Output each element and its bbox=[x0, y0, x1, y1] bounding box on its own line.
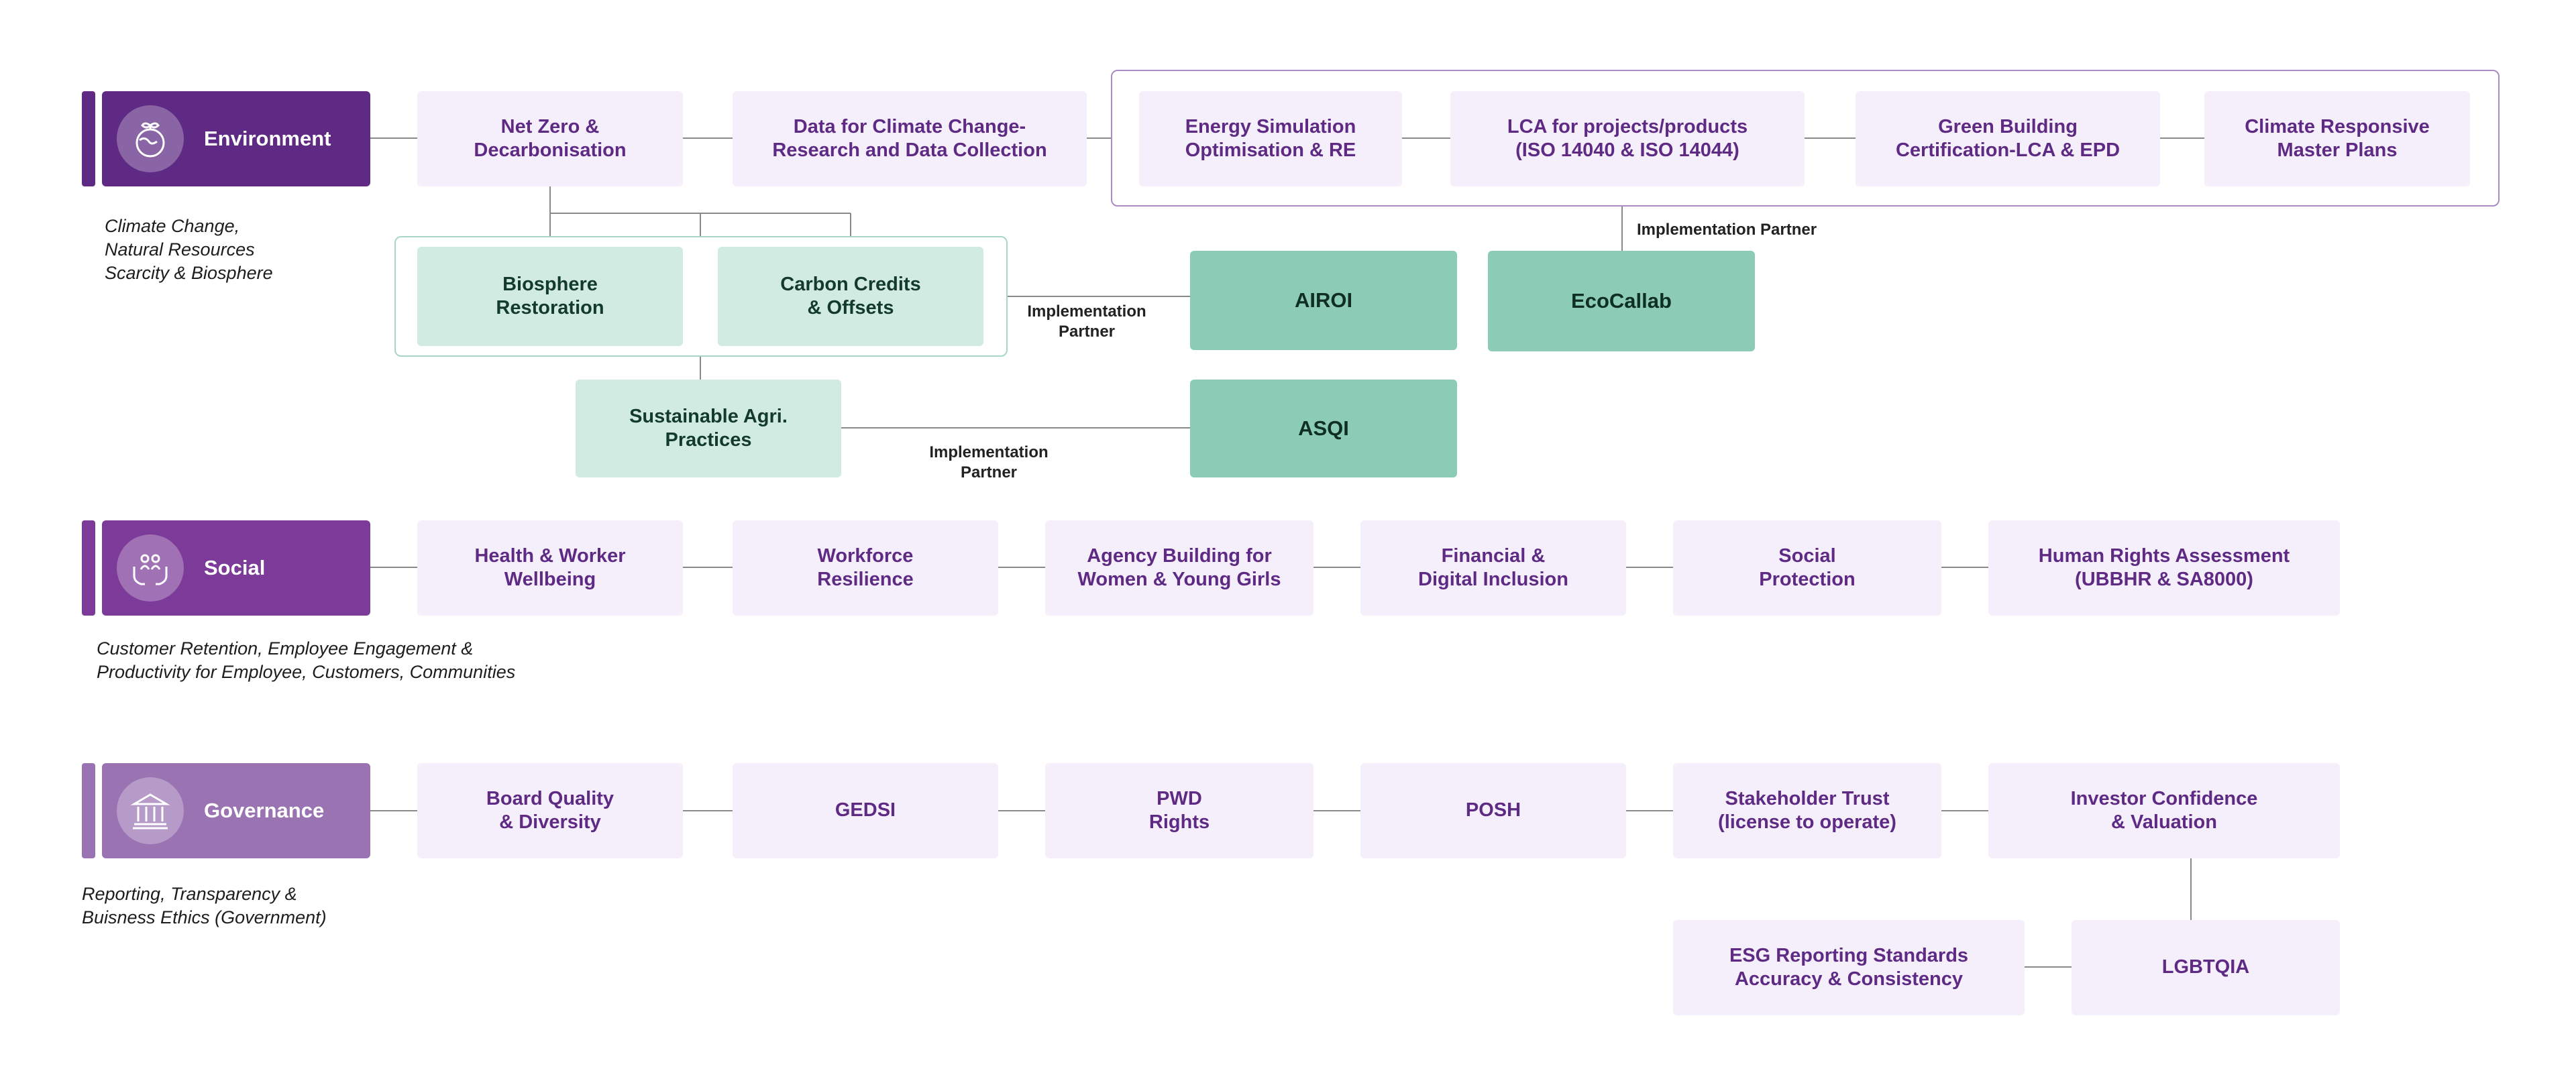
env-sub-carbon-credits[interactable]: Carbon Credits & Offsets bbox=[718, 247, 983, 346]
partner-label-ecocallab: Implementation Partner bbox=[1637, 221, 1817, 239]
governance-stub bbox=[82, 763, 95, 858]
partner-asqi[interactable]: ASQI bbox=[1190, 380, 1457, 477]
globe-plant-icon bbox=[117, 105, 184, 172]
env-item-climate-data[interactable]: Data for Climate Change- Research and Da… bbox=[733, 91, 1087, 186]
env-item-energy-simulation[interactable]: Energy Simulation Optimisation & RE bbox=[1139, 91, 1402, 186]
gov-item-pwd-rights[interactable]: PWD Rights bbox=[1045, 763, 1313, 858]
environment-description: Climate Change, Natural Resources Scarci… bbox=[105, 216, 273, 284]
partner-airoi[interactable]: AIROI bbox=[1190, 251, 1457, 350]
env-sub-sustainable-agri[interactable]: Sustainable Agri. Practices bbox=[576, 380, 841, 477]
partner-ecocallab[interactable]: EcoCallab bbox=[1488, 251, 1755, 351]
social-item-health[interactable]: Health & Worker Wellbeing bbox=[417, 520, 683, 616]
env-item-master-plans[interactable]: Climate Responsive Master Plans bbox=[2204, 91, 2470, 186]
social-category[interactable]: Social bbox=[102, 520, 370, 616]
environment-stub bbox=[82, 91, 95, 186]
env-item-lca[interactable]: LCA for projects/products (ISO 14040 & I… bbox=[1450, 91, 1805, 186]
social-item-workforce[interactable]: Workforce Resilience bbox=[733, 520, 998, 616]
gov-item-posh[interactable]: POSH bbox=[1360, 763, 1626, 858]
gov-sub-lgbtqia[interactable]: LGBTQIA bbox=[2072, 920, 2340, 1015]
gov-item-board-quality[interactable]: Board Quality & Diversity bbox=[417, 763, 683, 858]
env-item-net-zero[interactable]: Net Zero & Decarbonisation bbox=[417, 91, 683, 186]
social-label: Social bbox=[204, 556, 266, 579]
social-description: Customer Retention, Employee Engagement … bbox=[97, 638, 516, 683]
environment-category[interactable]: Environment bbox=[102, 91, 370, 186]
institution-icon bbox=[117, 777, 184, 844]
gov-item-stakeholder-trust[interactable]: Stakeholder Trust (license to operate) bbox=[1673, 763, 1941, 858]
partner-label-asqi: Implementation Partner bbox=[929, 443, 1049, 481]
governance-category[interactable]: Governance bbox=[102, 763, 370, 858]
partner-label-airoi: Implementation Partner bbox=[1027, 302, 1146, 341]
hands-people-icon bbox=[117, 534, 184, 602]
environment-label: Environment bbox=[204, 127, 331, 150]
social-item-agency-building[interactable]: Agency Building for Women & Young Girls bbox=[1045, 520, 1313, 616]
social-item-social-protection[interactable]: Social Protection bbox=[1673, 520, 1941, 616]
governance-description: Reporting, Transparency & Buisness Ethic… bbox=[82, 884, 327, 928]
gov-item-investor-confidence[interactable]: Investor Confidence & Valuation bbox=[1988, 763, 2340, 858]
social-item-human-rights[interactable]: Human Rights Assessment (UBBHR & SA8000) bbox=[1988, 520, 2340, 616]
governance-label: Governance bbox=[204, 799, 325, 822]
gov-item-gedsi[interactable]: GEDSI bbox=[733, 763, 998, 858]
energy-lca-group bbox=[1111, 70, 2500, 207]
gov-sub-esg-reporting[interactable]: ESG Reporting Standards Accuracy & Consi… bbox=[1673, 920, 2025, 1015]
social-item-financial-inclusion[interactable]: Financial & Digital Inclusion bbox=[1360, 520, 1626, 616]
env-sub-biosphere[interactable]: Biosphere Restoration bbox=[417, 247, 683, 346]
env-item-green-building[interactable]: Green Building Certification-LCA & EPD bbox=[1856, 91, 2160, 186]
biosphere-carbon-group bbox=[394, 236, 1008, 357]
social-stub bbox=[82, 520, 95, 616]
